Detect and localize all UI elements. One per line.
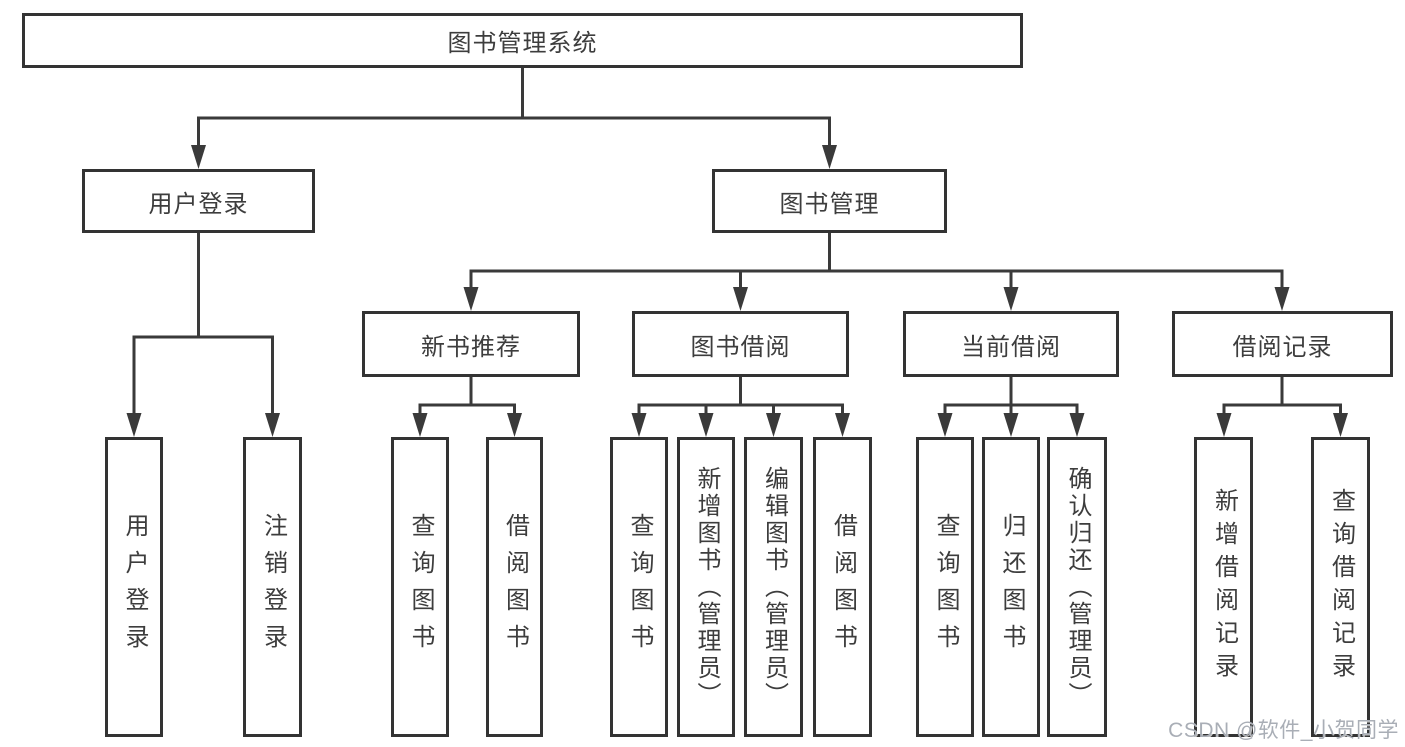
arrowhead-icon — [631, 413, 647, 437]
arrowhead-icon — [1069, 413, 1085, 437]
node-current-borrowing-label: 当前借阅 — [961, 333, 1061, 361]
arrowhead-icon — [1003, 287, 1019, 311]
node-new-book-recommend: 新书推荐 — [362, 311, 580, 377]
arrowhead-icon — [733, 287, 748, 311]
leaf-confirm-return-admin: 确认归还（管理员） — [1047, 437, 1107, 737]
leaf-logout-label: 注销登录 — [259, 513, 287, 661]
node-user-login: 用户登录 — [82, 169, 315, 233]
leaf-return-books-label: 归还图书 — [998, 513, 1025, 661]
leaf-current-query-books-label: 查询图书 — [932, 513, 959, 661]
arrowhead-icon — [265, 413, 280, 437]
leaf-recommend-borrow-books-label: 借阅图书 — [501, 513, 529, 661]
leaf-add-books-admin-label: 新增图书（管理员） — [693, 465, 720, 709]
arrowhead-icon — [463, 287, 479, 311]
csdn-watermark: CSDN @软件_小贺同学 — [1168, 719, 1399, 742]
leaf-query-borrow-record: 查询借阅记录 — [1311, 437, 1370, 737]
node-book-management: 图书管理 — [712, 169, 947, 233]
leaf-current-query-books: 查询图书 — [916, 437, 974, 737]
arrowhead-icon — [1274, 287, 1290, 311]
arrowhead-icon — [507, 413, 522, 437]
leaf-borrow-query-books: 查询图书 — [610, 437, 668, 737]
leaf-recommend-borrow-books: 借阅图书 — [486, 437, 543, 737]
arrowhead-icon — [937, 413, 953, 437]
arrowhead-icon — [126, 413, 142, 437]
leaf-edit-books-admin-label: 编辑图书（管理员） — [760, 465, 788, 709]
leaf-borrow-books-label: 借阅图书 — [829, 513, 857, 661]
arrowhead-icon — [698, 413, 714, 437]
node-root-system: 图书管理系统 — [22, 13, 1023, 68]
node-book-borrowing: 图书借阅 — [632, 311, 849, 377]
node-book-borrowing-label: 图书借阅 — [690, 333, 791, 361]
arrowhead-icon — [835, 413, 850, 437]
arrowhead-icon — [1003, 413, 1019, 437]
node-borrowing-records-label: 借阅记录 — [1232, 333, 1333, 361]
leaf-return-books: 归还图书 — [982, 437, 1040, 737]
arrowhead-icon — [822, 145, 837, 169]
leaf-borrow-books: 借阅图书 — [813, 437, 872, 737]
arrowhead-icon — [1216, 413, 1232, 437]
leaf-add-borrow-record: 新增借阅记录 — [1194, 437, 1253, 737]
node-current-borrowing: 当前借阅 — [903, 311, 1119, 377]
leaf-add-borrow-record-label: 新增借阅记录 — [1210, 488, 1238, 686]
leaf-borrow-query-books-label: 查询图书 — [626, 513, 653, 661]
leaf-confirm-return-admin-label: 确认归还（管理员） — [1064, 465, 1091, 709]
leaf-user-login-label: 用户登录 — [121, 513, 148, 661]
leaf-query-borrow-record-label: 查询借阅记录 — [1327, 488, 1355, 686]
node-new-book-recommend-label: 新书推荐 — [421, 333, 521, 361]
node-root-label: 图书管理系统 — [447, 30, 598, 57]
arrowhead-icon — [412, 413, 428, 437]
node-user-login-label: 用户登录 — [148, 190, 249, 218]
leaf-user-login: 用户登录 — [105, 437, 163, 737]
node-borrowing-records: 借阅记录 — [1172, 311, 1393, 377]
leaf-recommend-query-books: 查询图书 — [391, 437, 449, 737]
leaf-edit-books-admin: 编辑图书（管理员） — [744, 437, 803, 737]
leaf-add-books-admin: 新增图书（管理员） — [677, 437, 735, 737]
arrowhead-icon — [191, 145, 206, 169]
leaf-recommend-query-books-label: 查询图书 — [407, 513, 434, 661]
arrowhead-icon — [766, 413, 781, 437]
arrowhead-icon — [1333, 413, 1348, 437]
node-book-management-label: 图书管理 — [779, 190, 880, 218]
leaf-logout: 注销登录 — [243, 437, 302, 737]
